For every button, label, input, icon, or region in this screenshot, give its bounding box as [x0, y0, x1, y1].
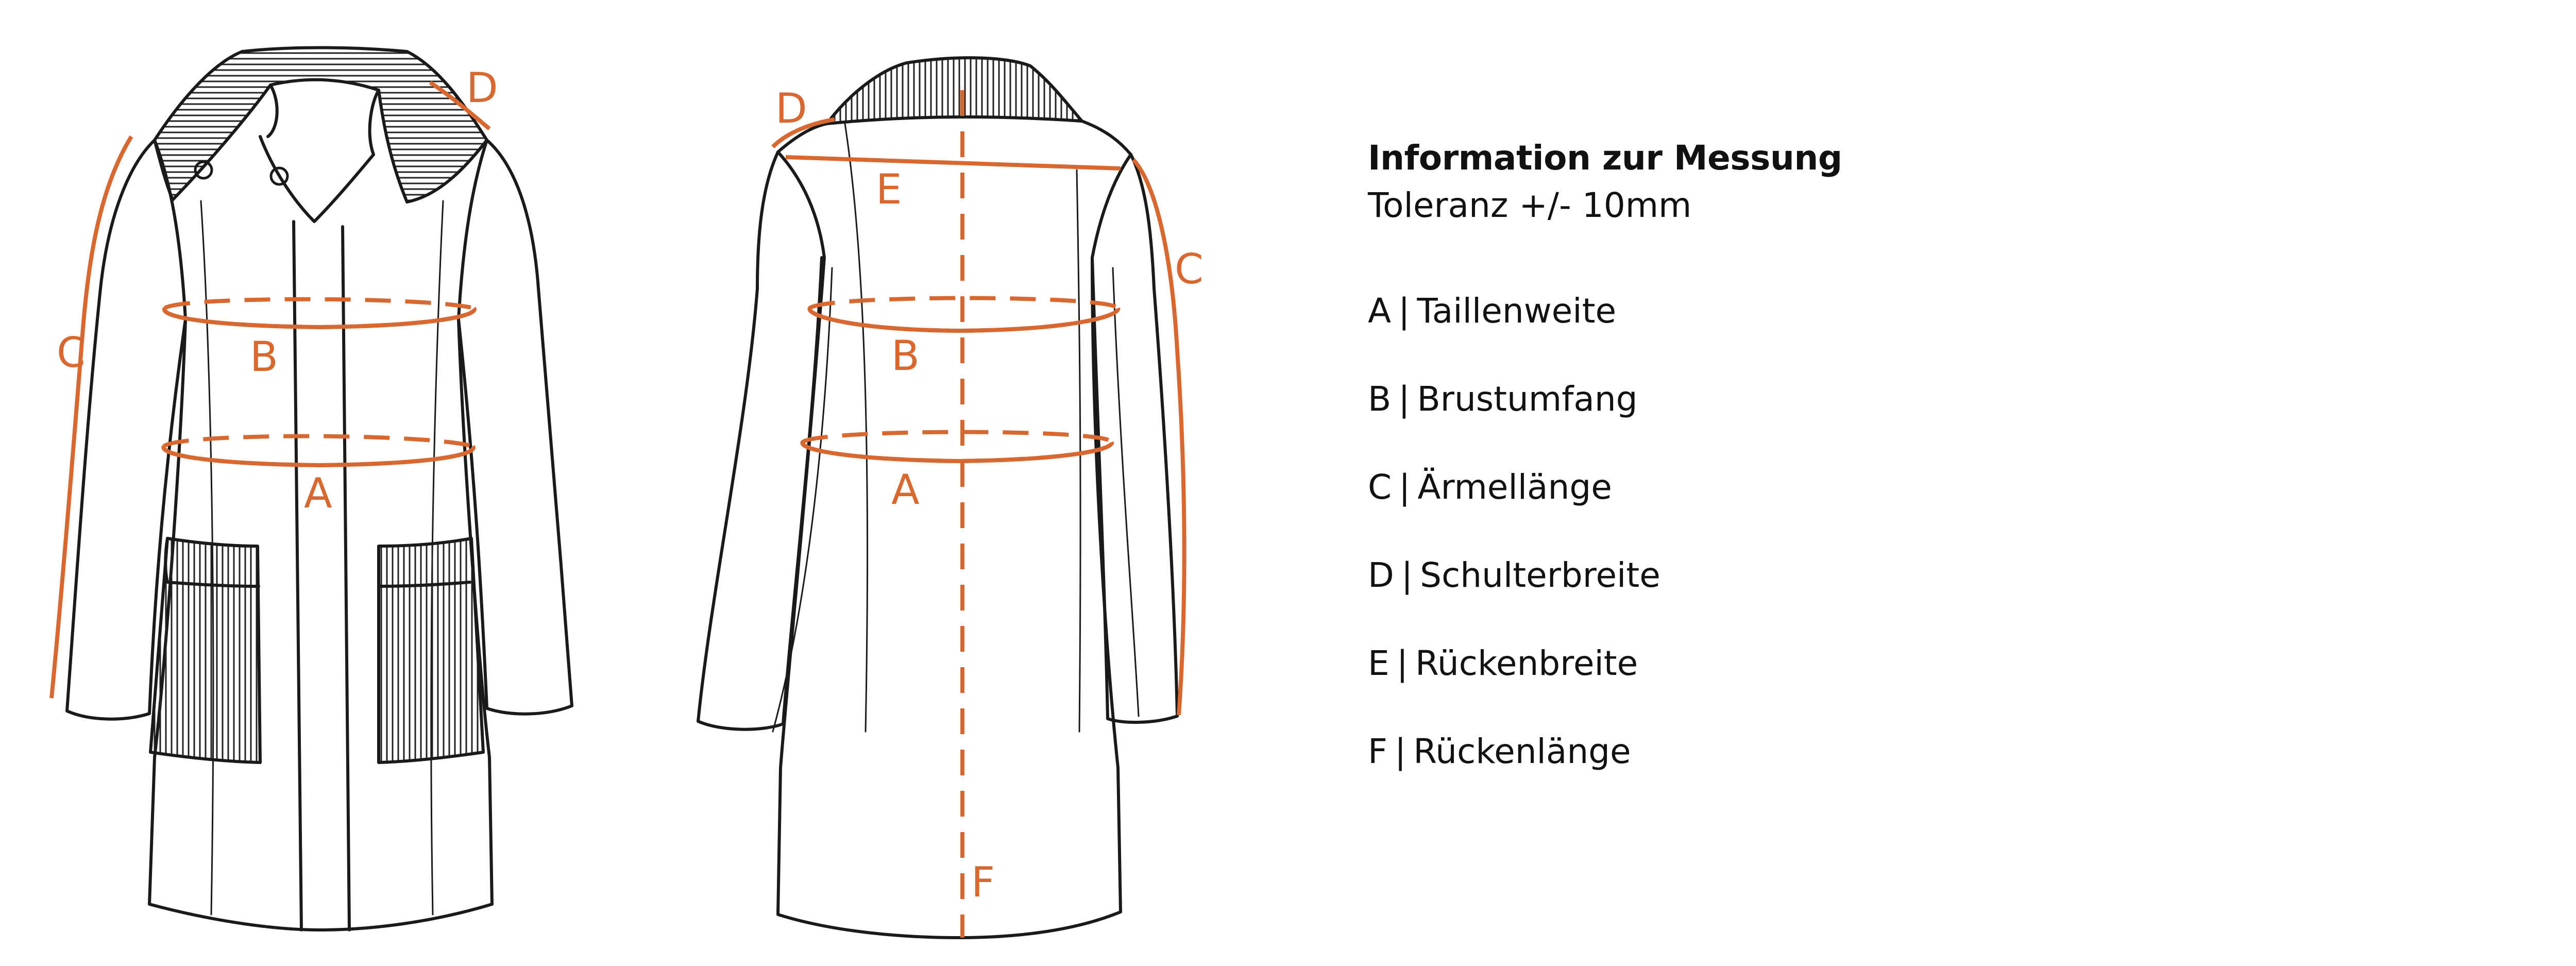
front-body: [148, 139, 494, 931]
front-line-d: [429, 80, 491, 131]
front-label-a: A: [304, 469, 332, 517]
legend-code: D: [1368, 555, 1394, 595]
measurement-legend: A|Taillenweite B|Brustumfang C|Ärmelläng…: [1368, 288, 2501, 775]
legend-item-f: F|Rückenlänge: [1368, 732, 1631, 771]
legend-item-a: A|Taillenweite: [1368, 291, 1617, 331]
coat-measurement-diagram: B A C D E B A C D F: [49, 46, 1204, 939]
front-left-sleeve: [65, 139, 187, 721]
legend-item-c: C|Ärmellänge: [1368, 467, 1612, 507]
back-label-b: B: [891, 332, 920, 380]
front-left-pocket: [149, 537, 262, 764]
legend-label: Taillenweite: [1417, 291, 1617, 331]
front-collar: [153, 46, 488, 204]
legend-code: A: [1368, 291, 1392, 331]
back-label-a: A: [891, 466, 920, 514]
legend-code: F: [1368, 732, 1387, 771]
back-label-c: C: [1175, 245, 1204, 293]
info-title: Information zur Messung: [1368, 138, 1842, 178]
legend-item-e: E|Rückenbreite: [1368, 643, 1638, 683]
front-button-2: [269, 166, 289, 186]
back-collar: [825, 56, 1083, 125]
back-line-d: [771, 117, 835, 148]
back-seams: [772, 123, 1140, 733]
coat-front: [65, 46, 573, 931]
measurement-info: Information zur Messung Toleranz +/- 10m…: [1368, 135, 2501, 817]
back-label-e: E: [876, 165, 902, 213]
back-label-d: D: [775, 84, 807, 132]
legend-label: Brustumfang: [1417, 379, 1638, 419]
legend-code: C: [1368, 467, 1392, 507]
front-seams: [200, 200, 444, 916]
back-right-sleeve: [1091, 153, 1179, 724]
front-right-pocket: [377, 537, 485, 764]
back-line-e: [785, 155, 1121, 171]
legend-code: E: [1368, 643, 1389, 683]
front-line-c: [49, 135, 133, 699]
front-lapel: [259, 135, 375, 223]
front-label-c: C: [57, 329, 86, 377]
front-measure-lines: [49, 80, 491, 699]
front-label-d: D: [466, 64, 498, 112]
legend-label: Rückenbreite: [1415, 643, 1638, 683]
legend-label: Schulterbreite: [1420, 555, 1660, 595]
legend-label: Rückenlänge: [1413, 732, 1631, 771]
legend-label: Ärmellänge: [1417, 467, 1612, 507]
front-placket: [292, 220, 351, 931]
back-label-f: F: [971, 858, 995, 906]
front-button-1: [194, 160, 213, 180]
coat-back: [697, 56, 1179, 939]
tolerance-text: Toleranz +/- 10mm: [1368, 185, 1692, 225]
legend-item-d: D|Schulterbreite: [1368, 555, 1660, 595]
back-measure-lines: [771, 90, 1187, 938]
back-body: [776, 150, 1132, 939]
back-line-c: [1132, 158, 1187, 716]
front-right-sleeve: [457, 139, 573, 716]
legend-code: B: [1368, 379, 1392, 419]
legend-item-b: B|Brustumfang: [1368, 379, 1638, 419]
front-label-b: B: [250, 333, 278, 381]
